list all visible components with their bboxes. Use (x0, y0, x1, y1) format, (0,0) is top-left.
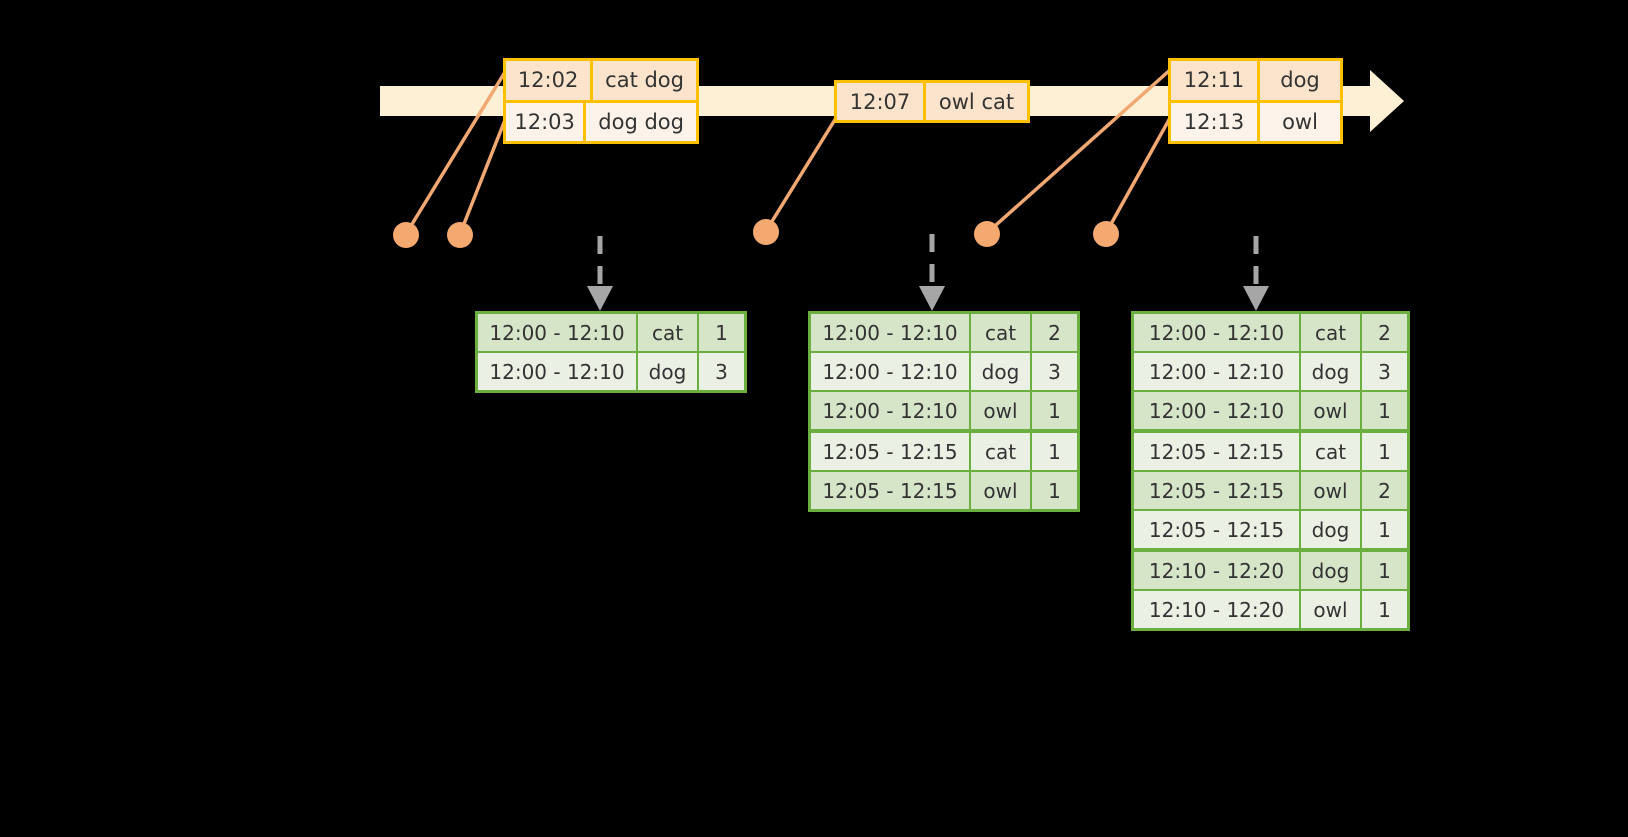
count-cell: 1 (1362, 433, 1407, 470)
event-words: owl (1282, 109, 1318, 134)
event-time: 12:11 (1171, 61, 1260, 100)
event-words: owl cat (938, 89, 1015, 114)
window-cell: 12:00 - 12:10 (478, 314, 636, 351)
table-row[interactable]: 12:00 - 12:10 owl 1 (1134, 392, 1407, 429)
count-cell: 3 (1032, 353, 1077, 390)
word-cell: owl (1301, 472, 1360, 509)
window-cell: 12:10 - 12:20 (1134, 591, 1299, 628)
event-box-3[interactable]: 12:11 dog 12:13 owl (1168, 58, 1343, 144)
count-cell: 1 (1032, 472, 1077, 509)
window-cell: 12:00 - 12:10 (811, 314, 969, 351)
window-cell: 12:10 - 12:20 (1134, 552, 1299, 589)
aggregate-table-3[interactable]: 12:00 - 12:10 cat 2 12:00 - 12:10 dog 3 … (1131, 311, 1410, 631)
event-time: 12:03 (506, 102, 587, 141)
window-cell: 12:00 - 12:10 (1134, 353, 1299, 390)
window-cell: 12:05 - 12:15 (811, 472, 969, 509)
word-cell: cat (971, 314, 1030, 351)
count-cell: 2 (1362, 472, 1407, 509)
count-cell: 3 (1362, 353, 1407, 390)
table-row[interactable]: 12:00 - 12:10 cat 1 (478, 314, 744, 351)
table-row[interactable]: 12:00 - 12:10 cat 2 (811, 314, 1077, 351)
aggregate-table-1[interactable]: 12:00 - 12:10 cat 1 12:00 - 12:10 dog 3 (475, 311, 747, 393)
window-cell: 12:00 - 12:10 (811, 392, 969, 429)
event-row[interactable]: 12:07 owl cat (837, 83, 1027, 120)
table-arrows (587, 234, 1269, 311)
event-time: 12:07 (837, 83, 926, 120)
event-words: dog (1280, 68, 1320, 93)
event-row[interactable]: 12:03 dog dog (506, 99, 696, 141)
dot-12-11-icon (974, 221, 1000, 247)
word-cell: dog (971, 353, 1030, 390)
word-cell: owl (1301, 392, 1360, 429)
window-cell: 12:05 - 12:15 (811, 433, 969, 470)
arrow-to-table-1-icon (587, 236, 613, 311)
dot-12-07-icon (753, 219, 779, 245)
dot-12-02-icon (393, 222, 419, 248)
word-cell: cat (1301, 314, 1360, 351)
event-time: 12:02 (506, 61, 594, 100)
word-cell: owl (971, 392, 1030, 429)
aggregate-table-2[interactable]: 12:00 - 12:10 cat 2 12:00 - 12:10 dog 3 … (808, 311, 1080, 512)
table-row[interactable]: 12:05 - 12:15 cat 1 (811, 433, 1077, 470)
window-cell: 12:05 - 12:15 (1134, 433, 1299, 470)
count-cell: 2 (1032, 314, 1077, 351)
arrow-to-table-2-icon (919, 234, 945, 311)
table-row[interactable]: 12:05 - 12:15 owl 1 (811, 472, 1077, 509)
word-cell: cat (1301, 433, 1360, 470)
table-row[interactable]: 12:05 - 12:15 dog 1 (1134, 511, 1407, 548)
table-row[interactable]: 12:05 - 12:15 owl 2 (1134, 472, 1407, 509)
table-row[interactable]: 12:00 - 12:10 cat 2 (1134, 314, 1407, 351)
table-row[interactable]: 12:05 - 12:15 cat 1 (1134, 433, 1407, 470)
table-row[interactable]: 12:00 - 12:10 dog 3 (811, 353, 1077, 390)
count-cell: 1 (1032, 392, 1077, 429)
event-row[interactable]: 12:11 dog (1171, 61, 1340, 100)
count-cell: 2 (1362, 314, 1407, 351)
word-cell: owl (1301, 591, 1360, 628)
count-cell: 1 (1362, 552, 1407, 589)
table-row[interactable]: 12:10 - 12:20 dog 1 (1134, 552, 1407, 589)
window-cell: 12:00 - 12:10 (478, 353, 636, 390)
dot-12-03-icon (447, 222, 473, 248)
count-cell: 1 (1362, 392, 1407, 429)
word-cell: dog (1301, 353, 1360, 390)
window-cell: 12:00 - 12:10 (1134, 392, 1299, 429)
event-box-2[interactable]: 12:07 owl cat (834, 80, 1030, 123)
count-cell: 1 (1362, 511, 1407, 548)
event-time: 12:13 (1171, 102, 1260, 141)
window-cell: 12:00 - 12:10 (811, 353, 969, 390)
word-cell: dog (1301, 552, 1360, 589)
arrow-to-table-3-icon (1243, 236, 1269, 311)
word-cell: owl (971, 472, 1030, 509)
window-cell: 12:05 - 12:15 (1134, 511, 1299, 548)
word-cell: cat (971, 433, 1030, 470)
event-row[interactable]: 12:02 cat dog (506, 61, 696, 100)
event-words: dog dog (598, 109, 684, 134)
word-cell: dog (1301, 511, 1360, 548)
table-row[interactable]: 12:00 - 12:10 dog 3 (1134, 353, 1407, 390)
window-cell: 12:05 - 12:15 (1134, 472, 1299, 509)
word-cell: cat (638, 314, 697, 351)
count-cell: 1 (699, 314, 744, 351)
dot-12-13-icon (1093, 221, 1119, 247)
table-row[interactable]: 12:00 - 12:10 dog 3 (478, 353, 744, 390)
count-cell: 3 (699, 353, 744, 390)
event-row[interactable]: 12:13 owl (1171, 99, 1340, 141)
table-row[interactable]: 12:10 - 12:20 owl 1 (1134, 591, 1407, 628)
window-cell: 12:00 - 12:10 (1134, 314, 1299, 351)
table-row[interactable]: 12:00 - 12:10 owl 1 (811, 392, 1077, 429)
event-words: cat dog (605, 68, 684, 93)
count-cell: 1 (1362, 591, 1407, 628)
count-cell: 1 (1032, 433, 1077, 470)
event-dots (393, 219, 1119, 248)
word-cell: dog (638, 353, 697, 390)
event-box-1[interactable]: 12:02 cat dog 12:03 dog dog (503, 58, 699, 144)
